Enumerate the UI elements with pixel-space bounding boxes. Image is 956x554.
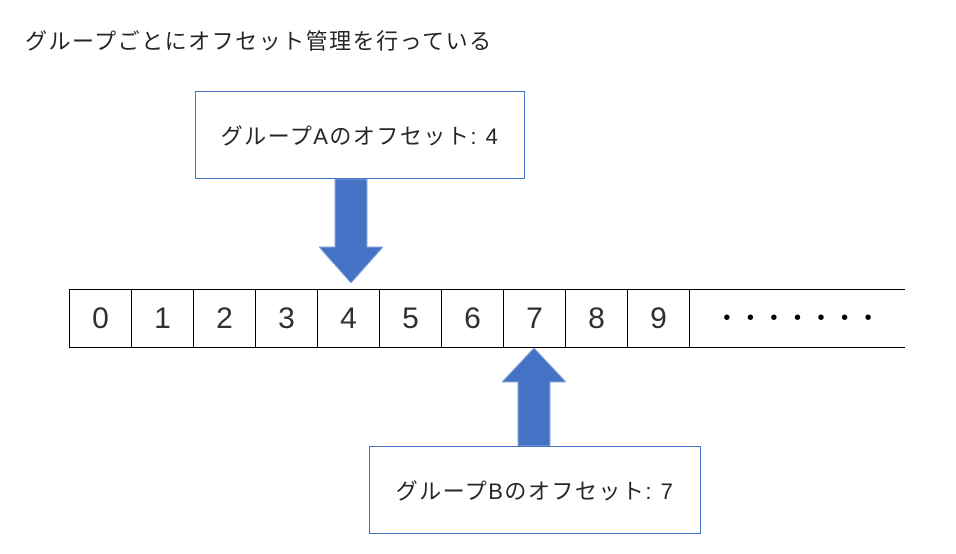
array-cell-3: 3 [256, 290, 318, 347]
down-arrow-icon [319, 179, 383, 283]
array-cell-ellipsis: • • • • • • • [723, 307, 872, 329]
array-cell-9: 9 [628, 290, 690, 347]
offset-array: 0 1 2 3 4 5 6 7 8 9 • • • • • • • [69, 289, 905, 348]
group-a-offset-label: グループAのオフセット: 4 [220, 124, 500, 149]
array-cell-5: 5 [380, 290, 442, 347]
array-cell-0: 0 [70, 290, 132, 347]
array-cell-4: 4 [318, 290, 380, 347]
array-cell-7: 7 [504, 290, 566, 347]
array-cell-2: 2 [194, 290, 256, 347]
group-b-offset-label: グループBのオフセット: 7 [395, 479, 675, 504]
array-cell-1: 1 [132, 290, 194, 347]
array-cell-8: 8 [566, 290, 628, 347]
array-cell-6: 6 [442, 290, 504, 347]
up-arrow-icon [502, 348, 566, 446]
group-b-offset-callout: グループBのオフセット: 7 [369, 446, 701, 534]
group-a-offset-callout: グループAのオフセット: 4 [195, 91, 525, 179]
diagram-title: グループごとにオフセット管理を行っている [25, 29, 493, 54]
up-arrow-shape [502, 348, 566, 446]
down-arrow-shape [319, 179, 383, 283]
